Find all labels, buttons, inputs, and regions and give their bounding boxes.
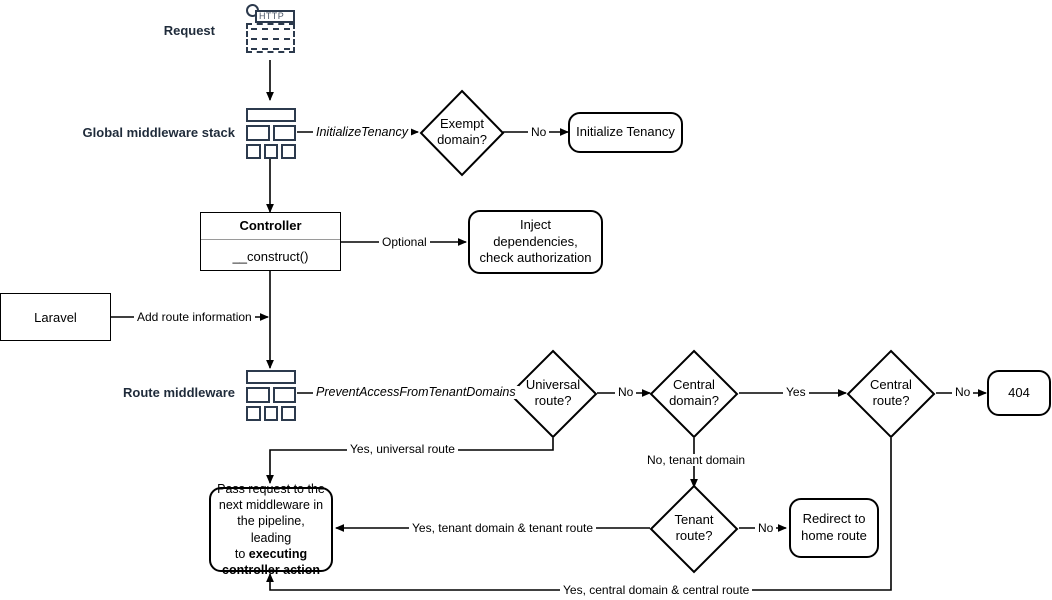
edge-label-initialize-tenancy: InitializeTenancy bbox=[313, 126, 411, 139]
node-laravel-label: Laravel bbox=[34, 309, 77, 325]
node-404[interactable]: 404 bbox=[987, 370, 1051, 416]
node-inject-dependencies[interactable]: Inject dependencies, check authorization bbox=[468, 210, 603, 274]
side-label-route-middleware: Route middleware bbox=[123, 385, 235, 400]
edge-label-yes-universal-route: Yes, universal route bbox=[347, 443, 458, 455]
node-pass-request-line5: controller action bbox=[222, 563, 320, 577]
side-label-global-middleware-stack: Global middleware stack bbox=[82, 125, 235, 140]
http-request-icon: HTTP bbox=[246, 4, 295, 53]
node-central-route-label: Central route? bbox=[870, 377, 912, 409]
route-middleware-icon bbox=[246, 370, 296, 421]
node-pass-request-line4-bold: executing bbox=[248, 546, 308, 561]
edge-label-yes-central-domain-central-route: Yes, central domain & central route bbox=[560, 584, 753, 596]
node-tenant-route bbox=[649, 484, 739, 574]
edge-label-central-domain-yes: Yes bbox=[783, 386, 809, 398]
edge-label-optional: Optional bbox=[379, 236, 430, 248]
node-404-label: 404 bbox=[1008, 384, 1030, 400]
node-universal-route-label: Universal route? bbox=[525, 377, 581, 409]
node-controller-title: Controller bbox=[201, 213, 340, 240]
node-universal-route bbox=[508, 349, 598, 439]
node-central-domain bbox=[649, 349, 739, 439]
edge-label-tenant-route-no: No bbox=[755, 522, 777, 534]
node-redirect-home-line1: Redirect to bbox=[802, 511, 866, 527]
node-pass-request-line4-prefix: to bbox=[234, 546, 249, 561]
node-tenant-route-label: Tenant route? bbox=[674, 512, 714, 544]
node-exempt-domain-label: Exempt domain? bbox=[437, 116, 487, 148]
node-pass-request-line3: the pipeline, leading bbox=[237, 514, 305, 545]
node-controller[interactable]: Controller __construct() bbox=[200, 212, 341, 271]
edge-label-prevent-access: PreventAccessFromTenantDomains bbox=[313, 386, 519, 399]
node-inject-dependencies-line1: Inject dependencies, bbox=[493, 216, 578, 249]
node-redirect-home[interactable]: Redirect to home route bbox=[789, 498, 879, 558]
node-pass-request-line1: Pass request to the bbox=[217, 481, 325, 496]
http-body-shape bbox=[246, 23, 295, 53]
http-icon-caption: HTTP bbox=[259, 10, 285, 21]
node-pass-request[interactable]: Pass request to the next middleware in t… bbox=[209, 482, 333, 577]
edge-label-universal-no: No bbox=[615, 386, 637, 398]
edge-label-exempt-no: No bbox=[528, 126, 550, 138]
node-central-domain-label: Central domain? bbox=[669, 377, 719, 409]
node-initialize-tenancy[interactable]: Initialize Tenancy bbox=[568, 112, 683, 153]
edge-label-yes-tenant-domain-tenant-route: Yes, tenant domain & tenant route bbox=[409, 522, 597, 534]
node-initialize-tenancy-label: Initialize Tenancy bbox=[576, 124, 675, 140]
http-tab-shape bbox=[255, 10, 295, 23]
node-exempt-domain bbox=[419, 89, 505, 177]
node-pass-request-line2: next middleware in bbox=[218, 498, 324, 512]
node-pass-request-line4: to executing bbox=[235, 546, 307, 562]
edge-label-central-route-no: No bbox=[952, 386, 974, 398]
node-controller-method: __construct() bbox=[232, 249, 309, 264]
global-middleware-icon bbox=[246, 108, 296, 159]
edge-label-add-route-information: Add route information bbox=[134, 311, 255, 323]
node-redirect-home-line2: home route bbox=[801, 528, 867, 543]
side-label-request: Request bbox=[163, 23, 215, 38]
node-central-route bbox=[846, 349, 936, 439]
node-inject-dependencies-line2: check authorization bbox=[479, 250, 592, 266]
edge-label-central-domain-no-tenant: No, tenant domain bbox=[644, 454, 749, 466]
node-laravel[interactable]: Laravel bbox=[0, 293, 111, 341]
